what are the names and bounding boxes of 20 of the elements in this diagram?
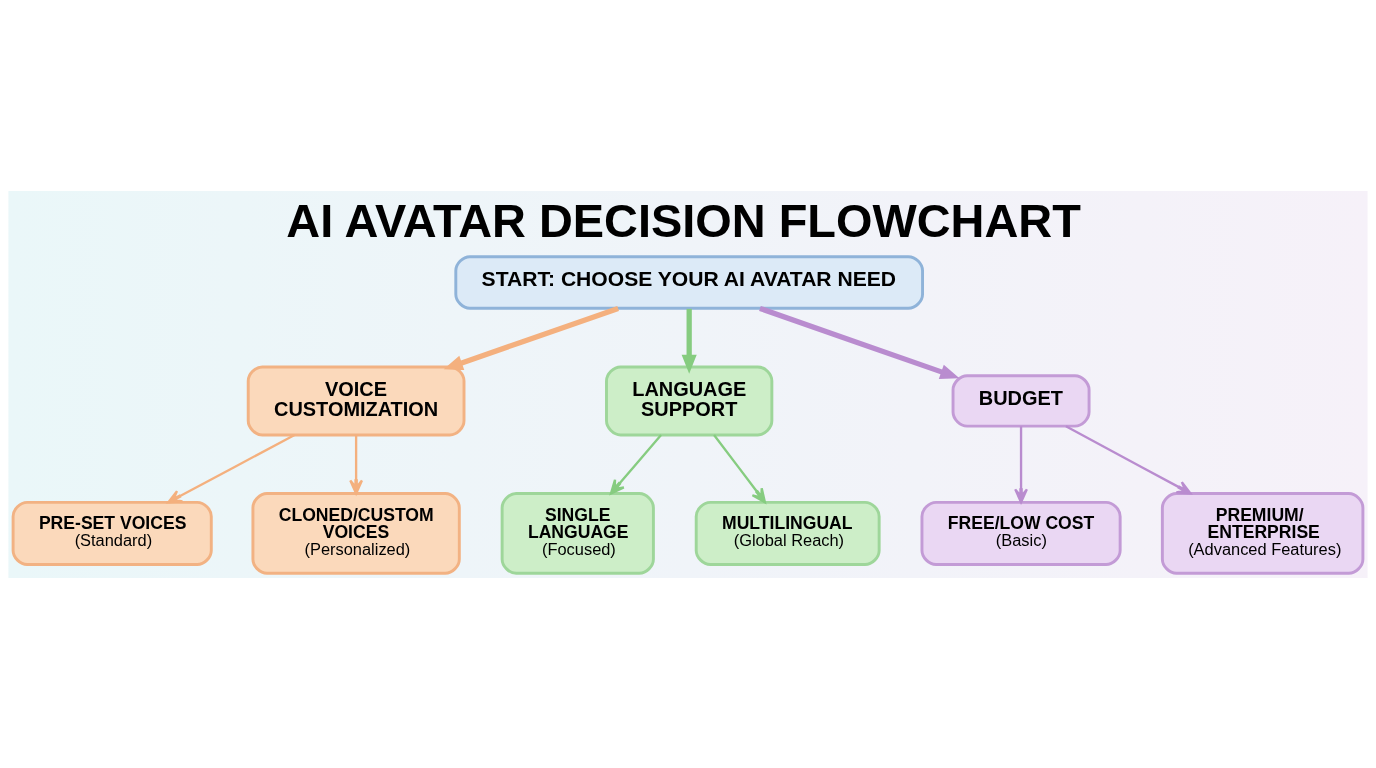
node-box: START: CHOOSE YOUR AI AVATAR NEED (454, 254, 924, 310)
node-box: SINGLE LANGUAGE (Focused) (500, 491, 655, 575)
node-box: PRE-SET VOICES (Standard) (11, 500, 213, 566)
node-box: CLONED/CUSTOM VOICES (Personalized) (251, 491, 461, 575)
arrow (759, 305, 960, 379)
arrow (443, 305, 619, 370)
node-box: VOICE CUSTOMIZATION (246, 364, 466, 436)
arrow (681, 308, 697, 374)
arrow (609, 433, 662, 495)
arrow (1065, 424, 1192, 495)
arrow (713, 433, 767, 503)
node-box: MULTILINGUAL (Global Reach) (694, 500, 881, 566)
node-box: LANGUAGE SUPPORT (605, 364, 774, 436)
node-box: BUDGET (951, 373, 1091, 428)
diagram-title: AI AVATAR DECISION FLOWCHART (286, 194, 1081, 247)
arrow (1014, 425, 1029, 503)
node-box: PREMIUM/ ENTERPRISE (Advanced Features) (1160, 491, 1365, 575)
arrow (167, 433, 296, 503)
arrow (349, 434, 364, 495)
node-box: FREE/LOW COST (Basic) (920, 500, 1122, 566)
